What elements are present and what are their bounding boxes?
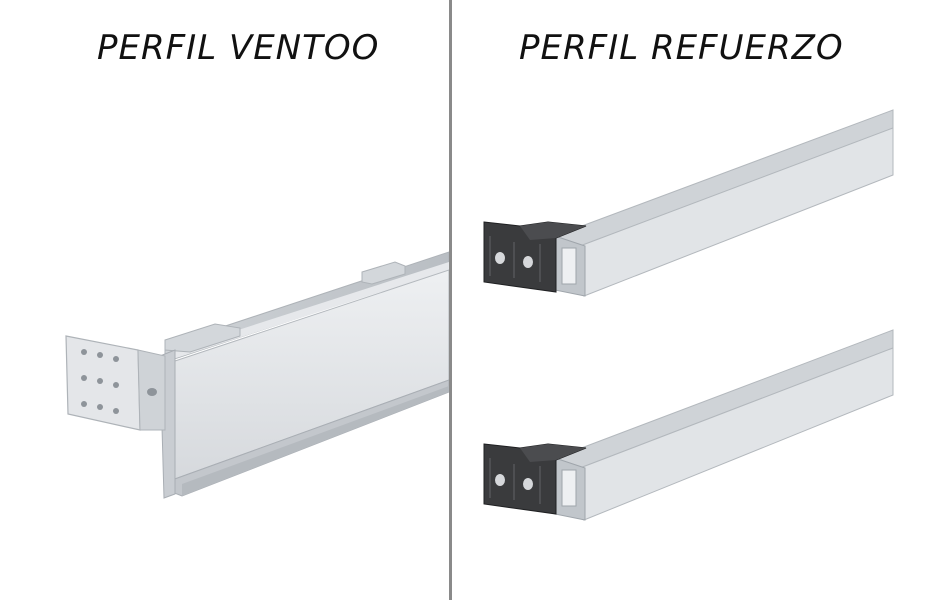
ventoo-profile-image [65,251,449,499]
refuerzo-profile-lower [483,329,894,521]
refuerzo-profiles-image [483,109,894,521]
title-perfil-refuerzo: PERFIL REFUERZO [519,28,844,68]
panel-perfil-ventoo: PERFIL VENTOO [0,0,449,600]
refuerzo-profile-upper [483,109,894,297]
panel-divider [449,0,452,600]
title-perfil-ventoo: PERFIL VENTOO [97,28,380,68]
panel-perfil-refuerzo: PERFIL REFUERZO [452,0,933,600]
